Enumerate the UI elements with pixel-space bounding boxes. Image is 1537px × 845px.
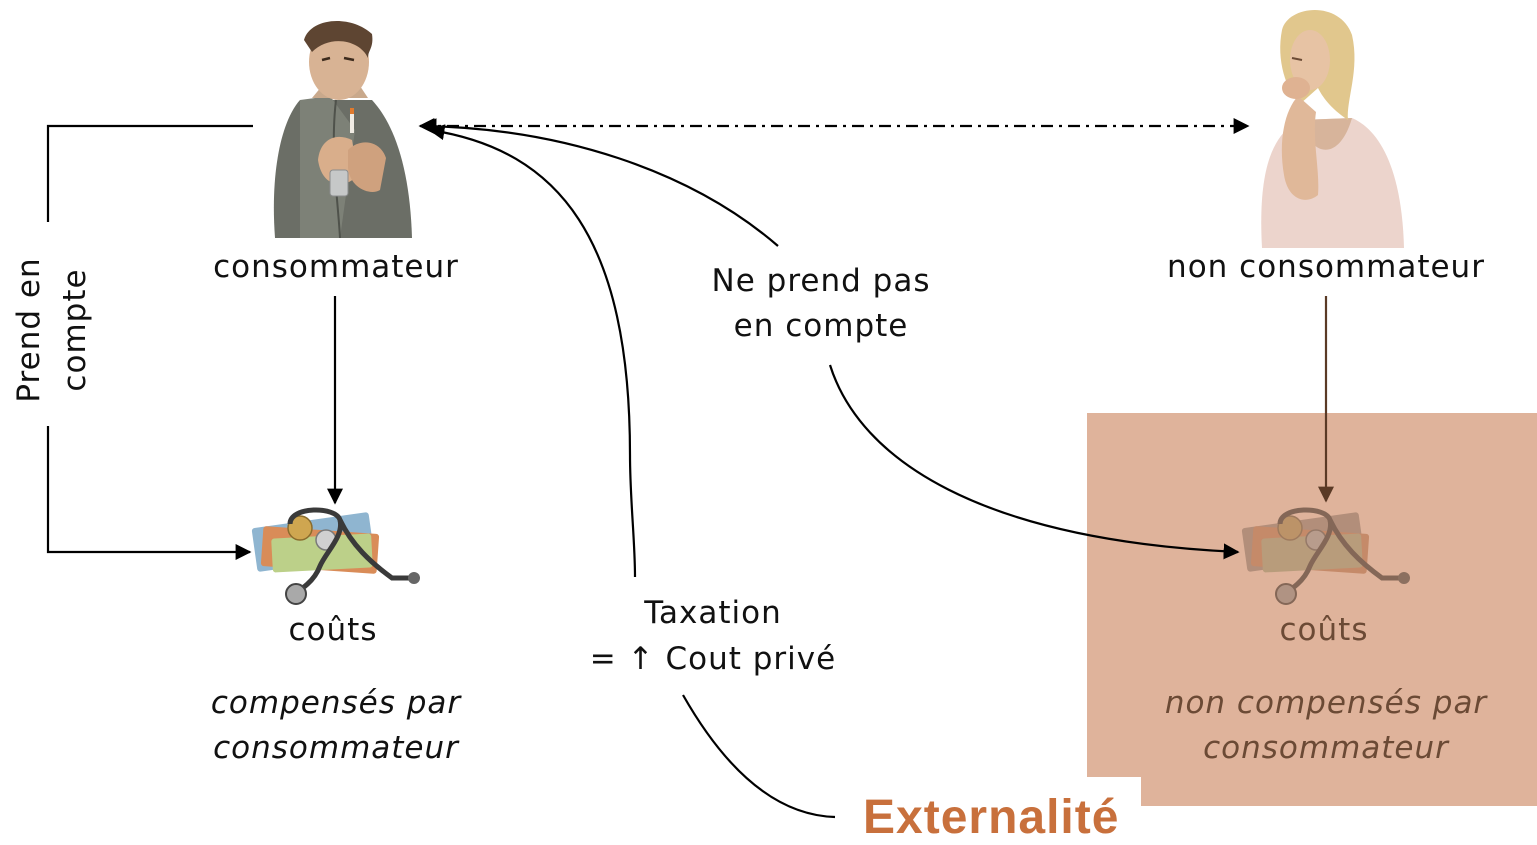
taxation-to-externality-curve [682,694,836,819]
prend-en-compte-line1: Prend en [11,257,47,403]
prend-en-compte-line2: compte [57,268,93,392]
externality-cost-panel-tail [1141,776,1537,806]
costs-stethoscope-icon-left [251,507,420,605]
prend-en-compte-bracket-top [46,124,253,222]
ne-prend-pas-line1: Ne prend pas [711,263,931,299]
taxation-curve-to-consumer [428,124,637,578]
costs-note-left-line2: consommateur [213,730,459,766]
taxation-line1: Taxation [644,595,782,631]
ne-prend-pas-curve-to-consumer [420,118,779,247]
non-consumer-label: non consommateur [1167,249,1485,285]
taxation-line2: = ↑ Cout privé [589,641,837,677]
consumer-label: consommateur [213,249,459,285]
prend-en-compte-bracket-bottom [46,426,252,560]
costs-stethoscope-icon-right [1241,507,1410,605]
consumer-smoking-man-picture [273,21,412,239]
ne-prend-pas-curve-to-external-costs [828,364,1240,560]
ne-prend-pas-line2: en compte [733,308,909,344]
costs-label-right: coûts [1279,612,1369,648]
non-consumer-coughing-woman-picture [1261,10,1404,248]
costs-note-left-line1: compensés par [210,685,462,721]
costs-label-left: coûts [288,612,378,648]
costs-note-right-line1: non compensés par [1164,685,1488,721]
prend-en-compte-label: Prend en compte [2,250,102,410]
costs-note-right-line2: consommateur [1203,730,1449,766]
externality-title: Externalité [863,791,1120,844]
externality-cost-panel [1087,413,1537,777]
